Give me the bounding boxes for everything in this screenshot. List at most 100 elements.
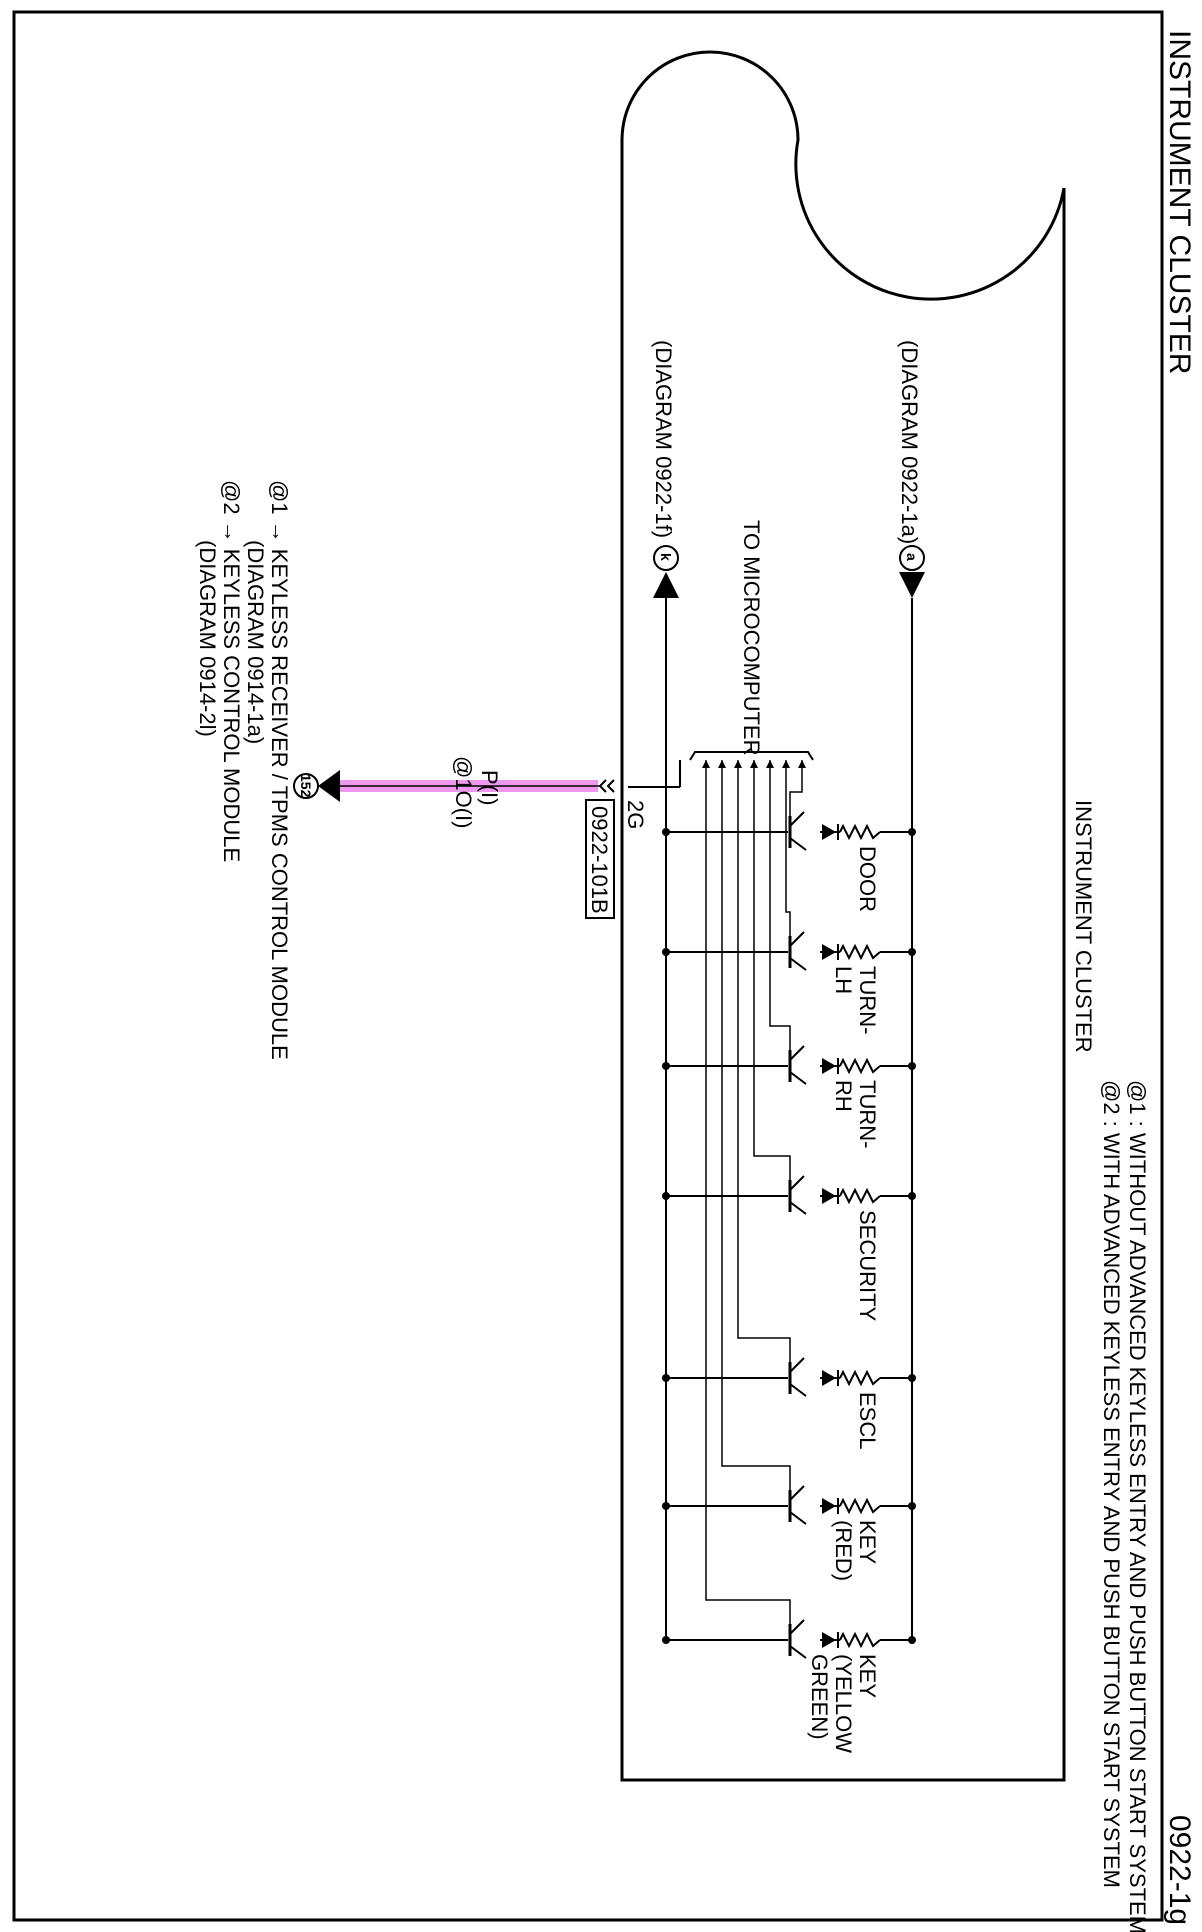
- ref-top-letter: a: [904, 553, 920, 561]
- arrow-left-icon: [318, 770, 340, 802]
- junction-dot: [662, 1192, 670, 1200]
- wire-color-label: P(I): [477, 770, 502, 805]
- transistor-emitter: [789, 1645, 807, 1659]
- ref-top-label: (DIAGRAM 0922-1a): [897, 340, 922, 544]
- control-line: [753, 760, 791, 1180]
- control-line: [789, 760, 803, 816]
- indicator-label: (YELLOW: [831, 1654, 856, 1753]
- transistor-emitter: [789, 1511, 807, 1525]
- transistor-emitter: [789, 1383, 807, 1397]
- indicator-label: TURN-: [855, 966, 880, 1034]
- transistor-collector: [789, 1357, 805, 1373]
- arrow-up-icon: [653, 572, 679, 598]
- destination-note-4: (DIAGRAM 0914-2l): [195, 540, 220, 737]
- bus-arrow-icon: [702, 760, 710, 768]
- indicator-branches: DOORTURN-LHTURN-RHSECURITYESCLKEY(RED)KE…: [662, 760, 916, 1753]
- note-1: @1 : WITHOUT ADVANCED KEYLESS ENTRY AND …: [1125, 1080, 1150, 1932]
- page-title: INSTRUMENT CLUSTER: [1163, 30, 1196, 374]
- transistor-emitter: [789, 1201, 807, 1215]
- bus-arrow-icon: [734, 760, 742, 768]
- connector-pin: 2G: [623, 800, 648, 829]
- transistor-collector: [789, 1175, 805, 1191]
- destination-note-3: @2 → KEYLESS CONTROL MODULE: [219, 480, 244, 862]
- resistor-icon: [839, 1187, 881, 1205]
- indicator-label: DOOR: [855, 846, 880, 912]
- connector-id-box: [585, 799, 615, 919]
- junction-dot: [662, 1502, 670, 1510]
- indicator-label: TURN-: [855, 1080, 880, 1148]
- component-outline: [620, 50, 1066, 1782]
- transistor-emitter: [789, 1071, 807, 1085]
- resistor-icon: [839, 823, 881, 841]
- resistor-icon: [839, 1369, 881, 1387]
- transistor-emitter: [789, 957, 807, 971]
- indicator-label: KEY: [855, 1520, 880, 1564]
- led-icon: [822, 944, 836, 960]
- indicator-label: LH: [831, 966, 856, 994]
- junction-dot: [908, 1062, 916, 1070]
- destination-id: 152: [298, 774, 314, 798]
- led-icon: [822, 1058, 836, 1074]
- junction-dot: [908, 828, 916, 836]
- bus-arrow-icon: [766, 760, 774, 768]
- control-line: [721, 760, 791, 1490]
- transistor-collector: [789, 1619, 805, 1635]
- transistor-emitter: [789, 837, 807, 851]
- wire-variant-label: @1O(I): [451, 756, 476, 828]
- connector-id: 0922-101B: [587, 806, 612, 914]
- to-microcomputer-label: TO MICROCOMPUTER: [739, 520, 764, 755]
- led-icon: [822, 824, 836, 840]
- led-icon: [822, 1188, 836, 1204]
- junction-dot: [662, 1374, 670, 1382]
- transistor-collector: [789, 1045, 805, 1061]
- indicator-label: RH: [831, 1080, 856, 1112]
- indicator-label: ESCL: [855, 1392, 880, 1449]
- led-icon: [822, 1632, 836, 1648]
- control-line: [785, 760, 791, 936]
- resistor-icon: [839, 1057, 881, 1075]
- ref-top-circle: [899, 545, 925, 571]
- transistor-collector: [789, 1485, 805, 1501]
- transistor-collector: [789, 811, 805, 827]
- bus-arrow-icon: [718, 760, 726, 768]
- bus-arrow-icon: [782, 760, 790, 768]
- junction-dot: [662, 1062, 670, 1070]
- resistor-icon: [839, 1631, 881, 1649]
- destination-note-1: @1 → KEYLESS RECEIVER / TPMS CONTROL MOD…: [267, 480, 292, 1060]
- led-icon: [822, 1370, 836, 1386]
- control-line: [769, 760, 791, 1050]
- destination-note-2: (DIAGRAM 0914-1a): [243, 540, 268, 744]
- junction-dot: [662, 828, 670, 836]
- destination-circle: [293, 773, 319, 799]
- page-code: 0922-1g: [1163, 1815, 1196, 1925]
- ref-bottom-circle: [653, 545, 679, 571]
- control-line: [705, 760, 791, 1624]
- led-icon: [822, 1498, 836, 1514]
- note-2: @2 : WITH ADVANCED KEYLESS ENTRY AND PUS…: [1099, 1080, 1124, 1888]
- indicator-label: SECURITY: [855, 1210, 880, 1322]
- junction-dot: [908, 1502, 916, 1510]
- junction-dot: [908, 948, 916, 956]
- arrow-down-icon: [899, 572, 925, 598]
- junction-dot: [662, 1636, 670, 1644]
- transistor-collector: [789, 931, 805, 947]
- ref-bottom-label: (DIAGRAM 0922-1f): [651, 340, 676, 538]
- resistor-icon: [839, 943, 881, 961]
- control-line: [737, 760, 791, 1362]
- junction-dot: [662, 948, 670, 956]
- indicator-label: (RED): [831, 1520, 856, 1581]
- page-border: [12, 10, 1164, 1922]
- resistor-icon: [839, 1497, 881, 1515]
- microcomputer-bus: [689, 751, 814, 761]
- indicator-label: KEY: [855, 1654, 880, 1698]
- bus-arrow-icon: [798, 760, 806, 768]
- junction-dot: [908, 1636, 916, 1644]
- bus-arrow-icon: [750, 760, 758, 768]
- connector-chevron-icon: [598, 779, 615, 793]
- junction-dot: [908, 1192, 916, 1200]
- junction-dot: [908, 1374, 916, 1382]
- component-name: INSTRUMENT CLUSTER: [1071, 800, 1096, 1053]
- ref-bottom-letter: k: [658, 553, 674, 561]
- indicator-label: GREEN): [807, 1654, 832, 1740]
